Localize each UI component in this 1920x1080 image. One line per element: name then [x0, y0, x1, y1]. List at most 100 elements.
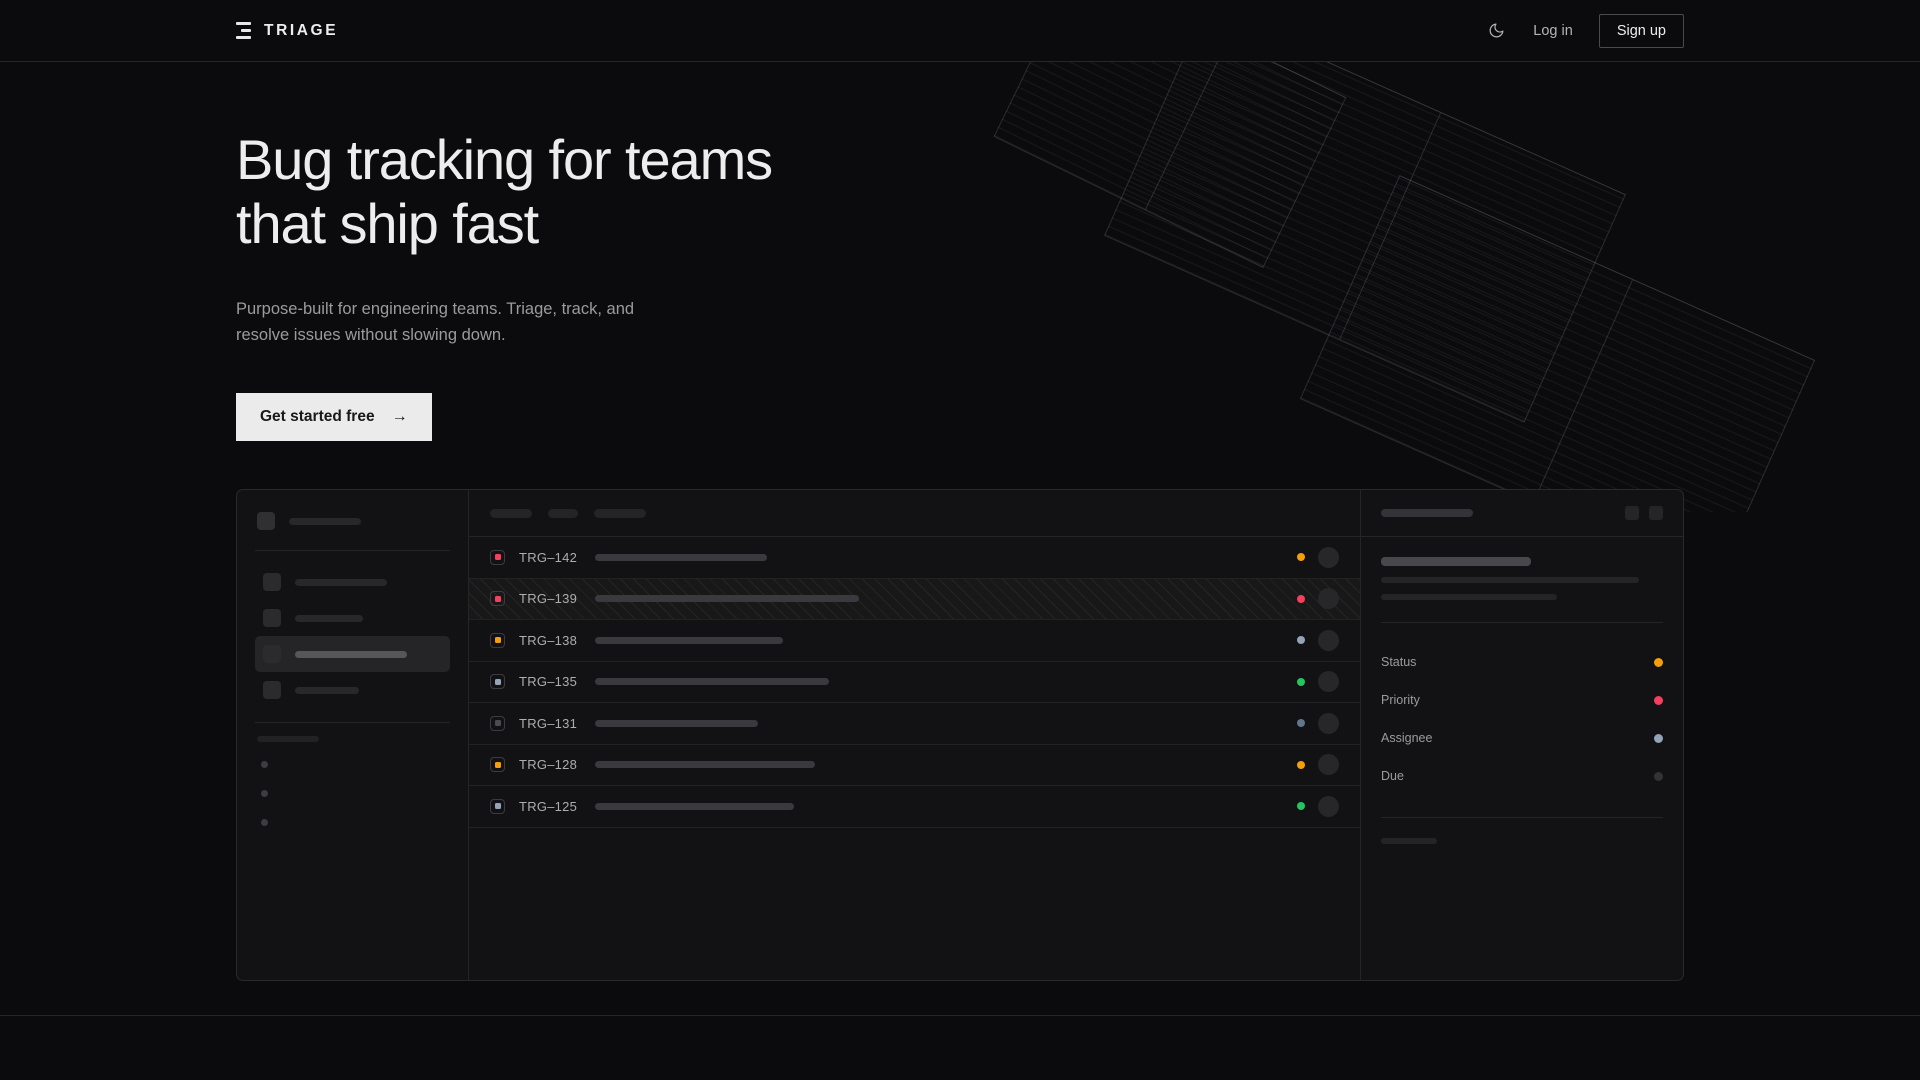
header-inner: TRIAGE Log in Sign up	[0, 13, 1920, 48]
get-started-button[interactable]: Get started free →	[236, 393, 432, 442]
sidebar-nav-item-2[interactable]	[255, 636, 450, 673]
footer-divider	[0, 1015, 1920, 1016]
priority-badge-icon	[490, 798, 505, 814]
mock-sidebar	[237, 490, 469, 981]
meta-label: Assignee	[1381, 731, 1433, 746]
signup-button[interactable]: Sign up	[1598, 13, 1684, 48]
project-dot-icon	[261, 819, 268, 827]
issue-title-skeleton	[595, 719, 758, 727]
avatar	[1318, 629, 1339, 651]
sidebar-nav-icon	[263, 645, 281, 664]
hero-section: Bug tracking for teams that ship fast Pu…	[0, 62, 1920, 442]
row-meta	[1297, 671, 1339, 693]
filter-chip-1[interactable]	[548, 508, 578, 518]
list-filter-toolbar	[469, 490, 1360, 538]
status-badge	[1297, 677, 1305, 686]
issue-id: TRG–139	[519, 591, 578, 607]
priority-badge-icon	[490, 591, 505, 607]
sidebar-project-item-1[interactable]	[255, 779, 450, 808]
detail-header-actions	[1625, 506, 1663, 521]
meta-row-status[interactable]: Status	[1381, 643, 1663, 681]
sidebar-nav-item-0[interactable]	[255, 564, 450, 600]
issue-id: TRG–131	[519, 715, 578, 731]
issue-title-skeleton	[595, 595, 859, 603]
sidebar-project-item-2[interactable]	[255, 808, 450, 837]
status-badge	[1297, 594, 1305, 603]
detail-description-skeleton	[1381, 577, 1663, 601]
table-row[interactable]: TRG–142	[469, 537, 1360, 579]
sidebar-nav-icon	[263, 681, 281, 700]
status-badge	[1297, 760, 1305, 769]
brand-logo[interactable]: TRIAGE	[236, 22, 338, 40]
sidebar-section-label-skeleton	[257, 736, 319, 743]
project-dot-icon	[261, 761, 268, 769]
filter-chip-0[interactable]	[490, 508, 532, 518]
status-badge	[1297, 636, 1305, 645]
issue-title-skeleton	[595, 636, 783, 644]
hero-title-line-2: that ship fast	[236, 191, 539, 255]
detail-divider-2	[1381, 817, 1663, 819]
row-meta	[1297, 795, 1339, 817]
hero-subtitle-line-1: Purpose-built for engineering teams. Tri…	[236, 299, 635, 318]
login-link[interactable]: Log in	[1533, 22, 1573, 39]
priority-badge-icon	[490, 632, 505, 648]
row-meta	[1297, 712, 1339, 734]
table-row[interactable]: TRG–131	[469, 703, 1360, 745]
issue-id: TRG–142	[519, 549, 578, 565]
priority-badge-icon	[490, 549, 505, 565]
table-row[interactable]: TRG–125	[469, 786, 1360, 828]
row-meta	[1297, 629, 1339, 651]
table-row[interactable]: TRG–138	[469, 620, 1360, 662]
avatar	[1318, 754, 1339, 776]
sidebar-nav-icon	[263, 609, 281, 628]
issue-title-skeleton	[595, 761, 815, 769]
table-row[interactable]: TRG–139	[469, 578, 1360, 621]
meta-value-dot	[1654, 657, 1663, 667]
moon-icon[interactable]	[1485, 20, 1507, 42]
meta-label: Status	[1381, 655, 1417, 670]
row-meta	[1297, 546, 1339, 568]
meta-label: Due	[1381, 769, 1404, 784]
sidebar-nav-label-skeleton	[295, 650, 407, 658]
mock-sidebar-nav	[255, 564, 450, 708]
issue-id: TRG–135	[519, 674, 578, 690]
priority-badge-icon	[490, 674, 505, 690]
activity-item-0	[1381, 861, 1663, 885]
meta-row-due[interactable]: Due	[1381, 757, 1663, 795]
status-badge	[1297, 553, 1305, 562]
detail-activity-label-skeleton	[1381, 838, 1437, 845]
detail-header-title-skeleton	[1381, 509, 1473, 518]
detail-header-button-1[interactable]	[1649, 506, 1663, 521]
sidebar-nav-icon	[263, 573, 281, 592]
table-row[interactable]: TRG–135	[469, 662, 1360, 704]
project-dot-icon	[261, 790, 268, 798]
brand-name: TRIAGE	[264, 21, 339, 39]
issue-id: TRG–125	[519, 798, 578, 814]
meta-row-priority[interactable]: Priority	[1381, 681, 1663, 719]
filter-chip-2[interactable]	[594, 508, 646, 518]
table-row[interactable]: TRG–128	[469, 745, 1360, 787]
workspace-avatar	[257, 512, 275, 531]
avatar	[1318, 795, 1339, 817]
priority-badge-icon	[490, 715, 505, 731]
meta-row-assignee[interactable]: Assignee	[1381, 719, 1663, 757]
sidebar-nav-item-3[interactable]	[255, 672, 450, 708]
header-actions: Log in Sign up	[1485, 13, 1684, 48]
meta-value-dot	[1654, 695, 1663, 705]
detail-header-button-0[interactable]	[1625, 506, 1639, 521]
detail-divider-1	[1381, 622, 1663, 624]
stacked-bars-logo-icon	[236, 22, 251, 39]
sidebar-project-item-0[interactable]	[255, 750, 450, 779]
mock-sidebar-workspace[interactable]	[255, 506, 450, 536]
sidebar-nav-label-skeleton	[295, 686, 359, 694]
sidebar-nav-label-skeleton	[295, 614, 363, 622]
sidebar-divider-bottom	[255, 722, 450, 724]
sidebar-nav-item-1[interactable]	[255, 600, 450, 636]
